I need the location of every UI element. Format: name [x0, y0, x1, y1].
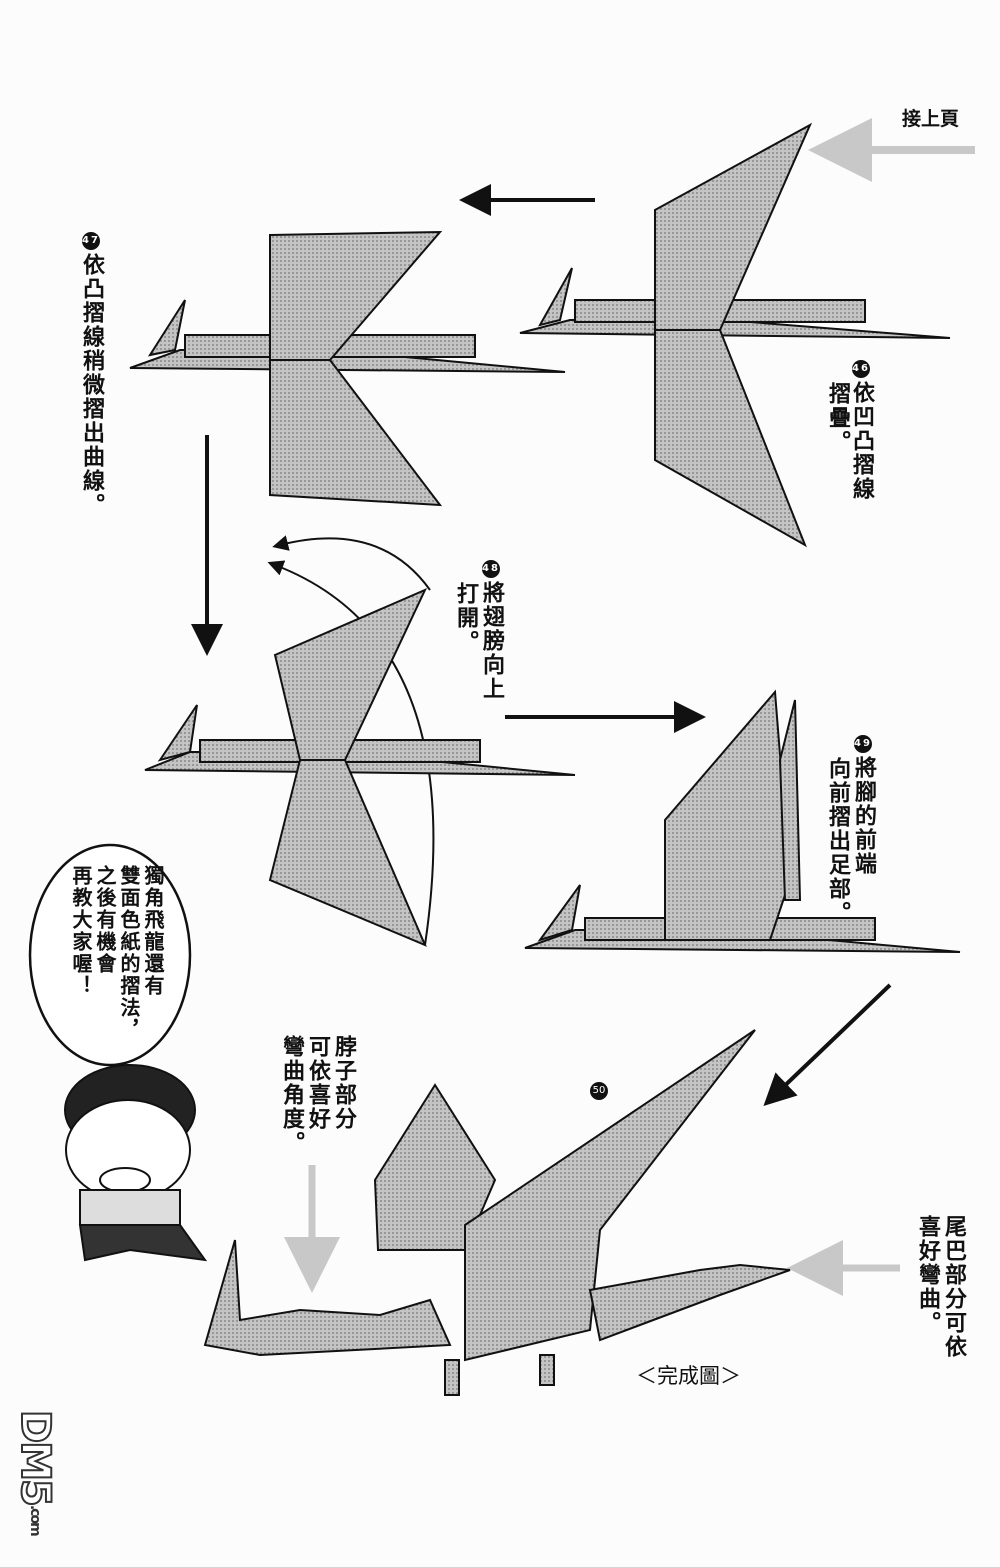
- dragon-step-49: [524, 689, 961, 953]
- tail-note-col2: 喜好彎曲。: [915, 1215, 940, 1335]
- step-47-instruction: 47依凸摺線稍微摺出曲線。: [79, 232, 104, 517]
- continued-from-previous-page-label: 接上頁: [902, 108, 960, 130]
- step-49-instruction-col1: 49將腳的前端: [851, 735, 876, 876]
- step-46-instruction-col2: 摺疊。: [825, 382, 850, 454]
- speech-bubble: [28, 843, 192, 1067]
- arrow-49-to-50: [763, 983, 892, 1107]
- step-49-number: 49: [854, 735, 872, 753]
- neck-note-col3: 彎曲角度。: [279, 1035, 304, 1155]
- cartoon-author-character: [64, 1064, 208, 1262]
- speech-bubble-col3: 之後有機會: [93, 865, 117, 975]
- step-49-instruction-col2: 向前摺出足部。: [825, 757, 850, 925]
- step-50-number: 50: [590, 1082, 608, 1100]
- dragon-step-48: [144, 588, 576, 947]
- completed-figure-label: ＜完成圖＞: [636, 1364, 741, 1388]
- step-48-instruction-col2: 打開。: [453, 582, 478, 654]
- speech-bubble-col2: 雙面色紙的摺法，: [117, 865, 141, 1041]
- wing-open-arc: [272, 535, 431, 591]
- step-48-instruction-col1: 48將翅膀向上: [479, 560, 504, 701]
- dragon-step-46: [519, 122, 951, 548]
- step-46-number: 46: [852, 360, 870, 378]
- neck-note-col2: 可依喜好: [305, 1035, 330, 1131]
- step-48-number: 48: [482, 560, 500, 578]
- step-47-number: 47: [82, 232, 100, 250]
- speech-bubble-col1: 獨角飛龍還有: [141, 865, 165, 997]
- speech-bubble-col4: 再教大家喔！: [69, 865, 93, 997]
- neck-note-col1: 脖子部分: [331, 1035, 356, 1131]
- dragon-step-47: [129, 230, 566, 507]
- dragon-completed: [203, 1029, 791, 1396]
- watermark-logo: DM5.com: [11, 1409, 59, 1535]
- wing-open-arc-2: [267, 560, 435, 946]
- tail-note-col1: 尾巴部分可依: [941, 1215, 966, 1359]
- step-46-instruction-col1: 46依凹凸摺線: [849, 360, 874, 501]
